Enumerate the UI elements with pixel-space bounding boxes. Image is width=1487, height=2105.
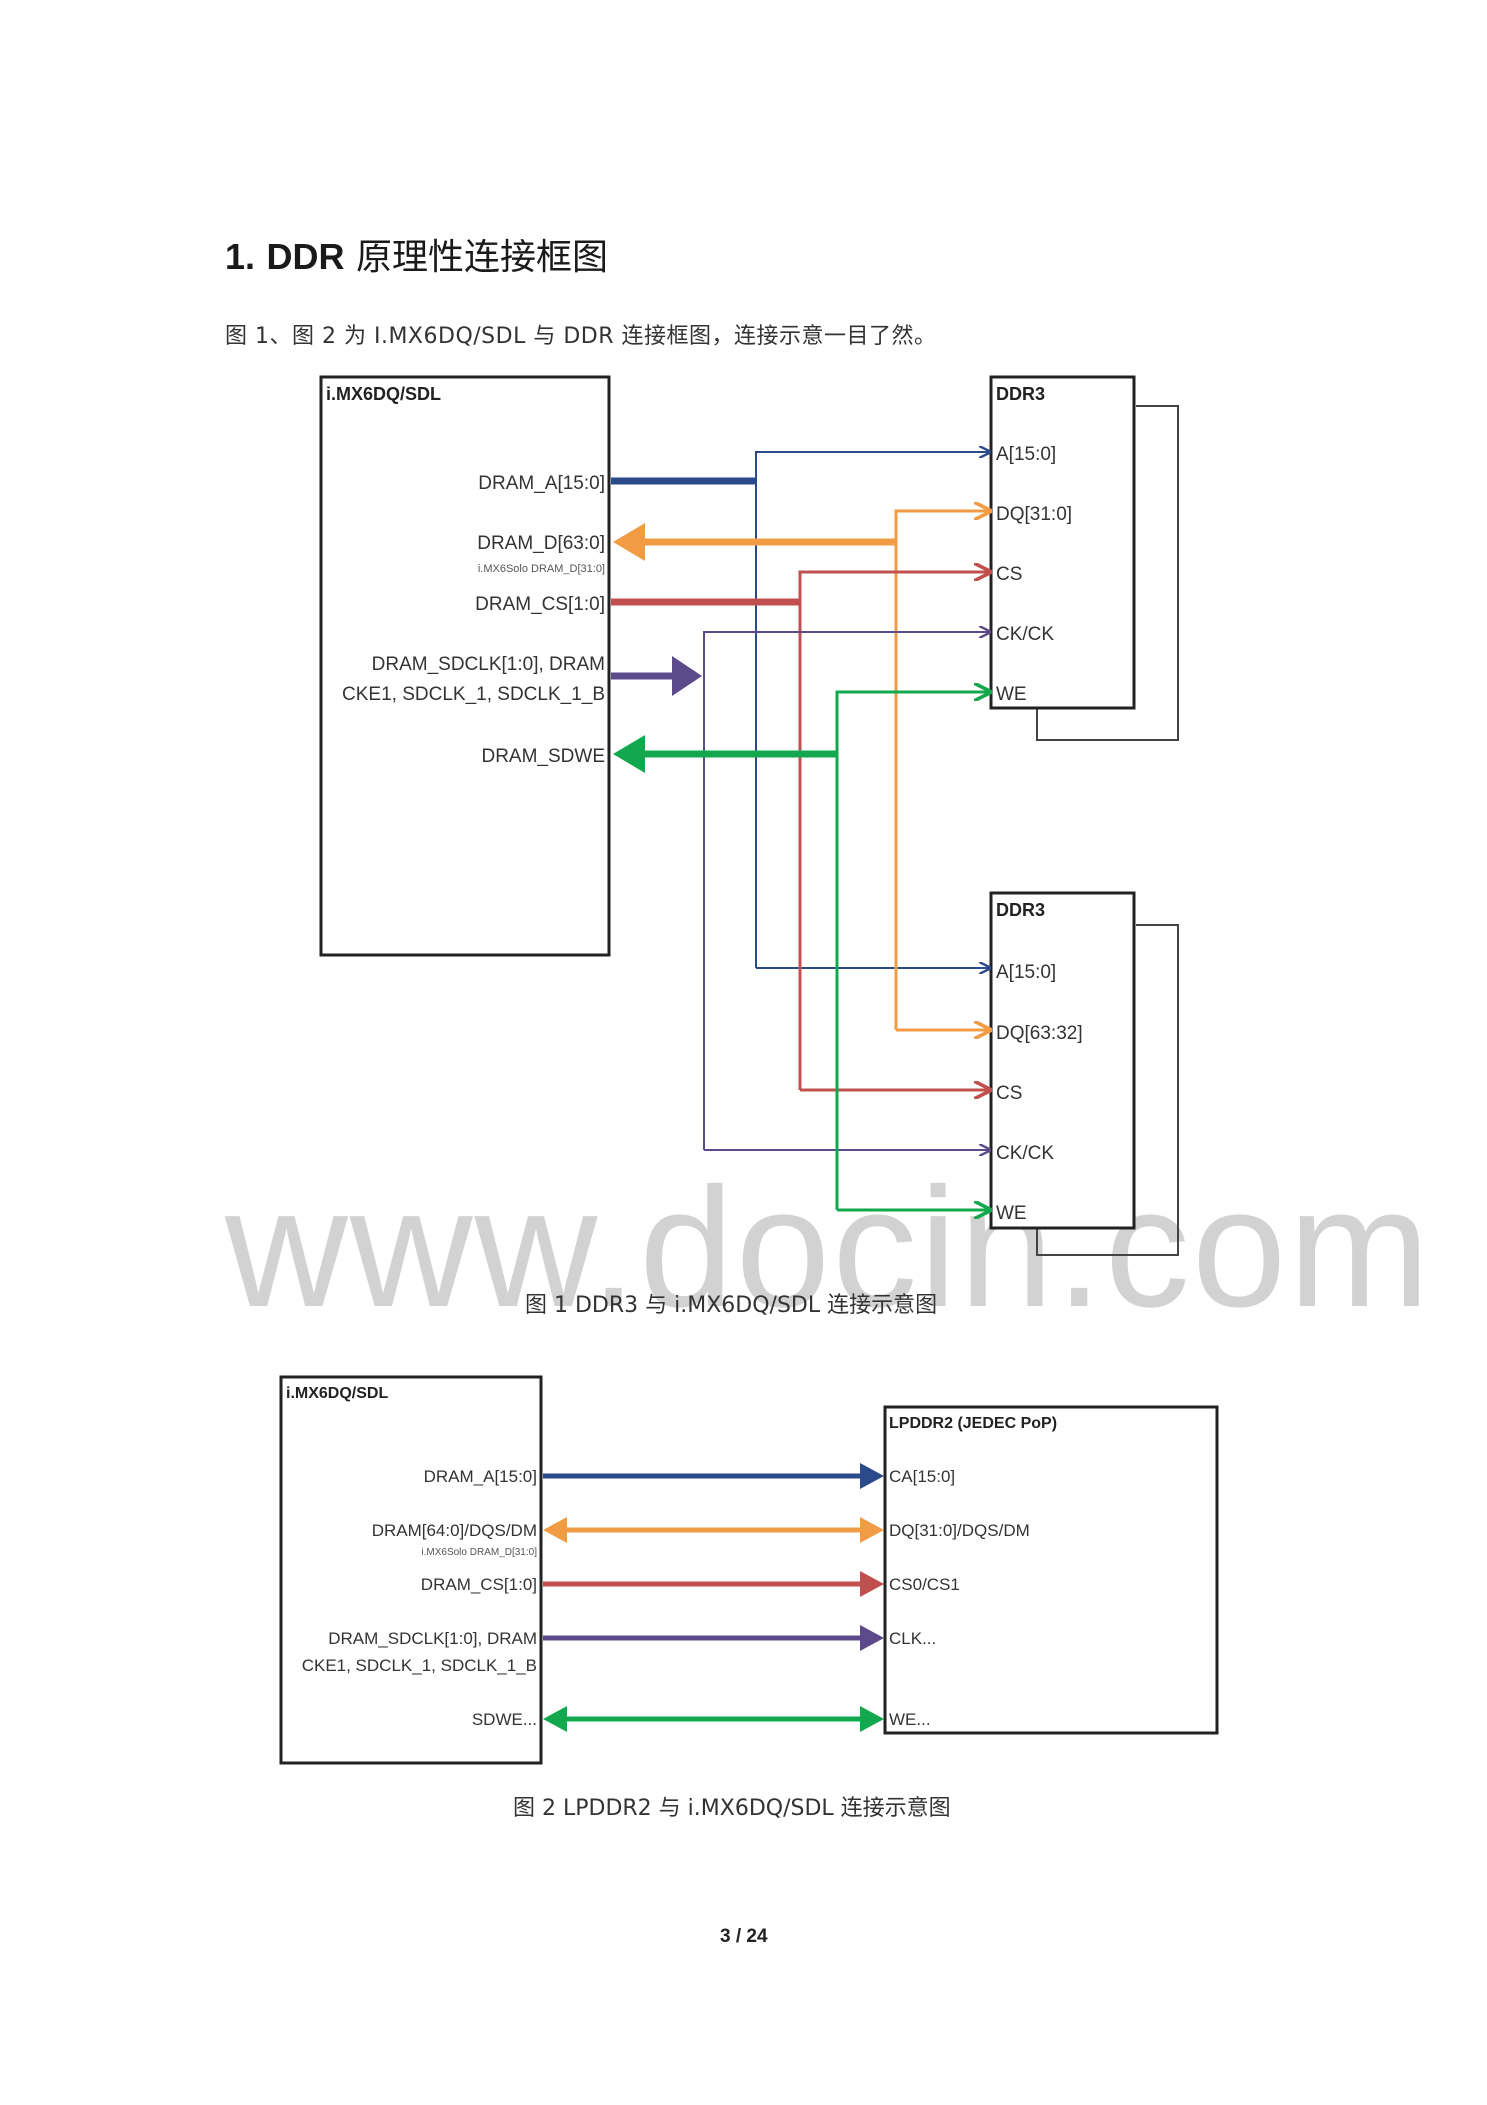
page-number: 3 / 24 bbox=[720, 1926, 768, 1947]
signal2-label-addr: DRAM_A[15:0] bbox=[424, 1467, 537, 1486]
wire-clk bbox=[611, 632, 990, 1150]
signal2-label-we: SDWE... bbox=[472, 1710, 537, 1729]
wire2-we bbox=[543, 1706, 884, 1732]
ddr3-bottom-pin-ck: CK/CK bbox=[996, 1143, 1054, 1164]
ddr3-bottom-pin-cs: CS bbox=[996, 1083, 1022, 1104]
wire2-data bbox=[543, 1517, 884, 1543]
signal-label-clk-line2: CKE1, SDCLK_1, SDCLK_1_B bbox=[342, 684, 605, 705]
wire-data bbox=[613, 511, 990, 1030]
lpddr2-pin-ca: CA[15:0] bbox=[889, 1467, 955, 1486]
ddr3-bottom-title: DDR3 bbox=[996, 900, 1045, 920]
ddr3-bottom-box bbox=[989, 891, 1136, 1230]
ddr-top-shadow bbox=[1036, 405, 1179, 741]
signal-label-we: DRAM_SDWE bbox=[481, 746, 605, 767]
signal-label-cs: DRAM_CS[1:0] bbox=[475, 594, 605, 615]
figure-1-diagram: i.MX6DQ/SDL DRAM_A[15:0] DRAM_D[63:0] i.… bbox=[319, 375, 1179, 1256]
ddr3-bottom-pin-addr: A[15:0] bbox=[996, 962, 1056, 983]
soc2-box bbox=[279, 1375, 543, 1765]
lpddr2-box bbox=[883, 1405, 1219, 1735]
ddr-bottom-shadow bbox=[1036, 924, 1179, 1256]
soc-box bbox=[319, 375, 611, 957]
ddr3-bottom-pin-we: WE bbox=[996, 1203, 1027, 1224]
signal2-label-data: DRAM[64:0]/DQS/DM bbox=[372, 1521, 537, 1540]
lpddr2-title: LPDDR2 (JEDEC PoP) bbox=[889, 1415, 1057, 1432]
wire-addr bbox=[611, 452, 990, 968]
lpddr2-pin-cs: CS0/CS1 bbox=[889, 1575, 960, 1594]
wire2-clk bbox=[543, 1625, 884, 1651]
signal-note-data: i.MX6Solo DRAM_D[31:0] bbox=[478, 563, 605, 575]
signal-label-addr: DRAM_A[15:0] bbox=[478, 473, 605, 494]
lpddr2-pin-dq: DQ[31:0]/DQS/DM bbox=[889, 1521, 1030, 1540]
soc2-title: i.MX6DQ/SDL bbox=[286, 1385, 388, 1402]
ddr3-top-pin-ck: CK/CK bbox=[996, 624, 1054, 645]
intro-paragraph: 图 1、图 2 为 I.MX6DQ/SDL 与 DDR 连接框图，连接示意一目了… bbox=[225, 324, 937, 349]
ddr3-top-pin-cs: CS bbox=[996, 564, 1022, 585]
ddr3-bottom-pin-dq: DQ[63:32] bbox=[996, 1023, 1083, 1044]
signal-label-data: DRAM_D[63:0] bbox=[477, 533, 605, 554]
ddr3-top-title: DDR3 bbox=[996, 384, 1045, 404]
figure-2-diagram: i.MX6DQ/SDL DRAM_A[15:0] DRAM[64:0]/DQS/… bbox=[279, 1375, 1219, 1765]
heading-text: 原理性连接框图 bbox=[355, 237, 608, 278]
ddr3-top-pin-dq: DQ[31:0] bbox=[996, 504, 1072, 525]
section-heading: 1. DDR 原理性连接框图 bbox=[225, 228, 608, 280]
signal-label-clk-line1: DRAM_SDCLK[1:0], DRAM bbox=[372, 654, 605, 675]
signal2-label-clk-line1: DRAM_SDCLK[1:0], DRAM bbox=[328, 1629, 537, 1648]
signal2-label-clk-line2: CKE1, SDCLK_1, SDCLK_1_B bbox=[302, 1656, 537, 1675]
watermark: www.docin.com bbox=[225, 1153, 1432, 1343]
heading-bold: DDR bbox=[266, 236, 345, 277]
wire2-addr bbox=[543, 1463, 884, 1489]
wire-we bbox=[613, 692, 990, 1210]
lpddr2-pin-we: WE... bbox=[889, 1710, 931, 1729]
ddr3-top-box bbox=[989, 375, 1136, 710]
signal2-note-data: i.MX6Solo DRAM_D[31:0] bbox=[421, 1547, 537, 1558]
wire2-cs bbox=[543, 1571, 884, 1597]
lpddr2-pin-clk: CLK... bbox=[889, 1629, 936, 1648]
ddr3-top-pin-addr: A[15:0] bbox=[996, 444, 1056, 465]
heading-number: 1. bbox=[225, 236, 256, 277]
ddr3-top-pin-we: WE bbox=[996, 684, 1027, 705]
figure-2-caption: 图 2 LPDDR2 与 i.MX6DQ/SDL 连接示意图 bbox=[513, 1796, 951, 1821]
signal2-label-cs: DRAM_CS[1:0] bbox=[421, 1575, 537, 1594]
wire-cs bbox=[611, 572, 990, 1090]
soc-title: i.MX6DQ/SDL bbox=[326, 384, 441, 404]
figure-1-caption: 图 1 DDR3 与 i.MX6DQ/SDL 连接示意图 bbox=[525, 1293, 938, 1318]
